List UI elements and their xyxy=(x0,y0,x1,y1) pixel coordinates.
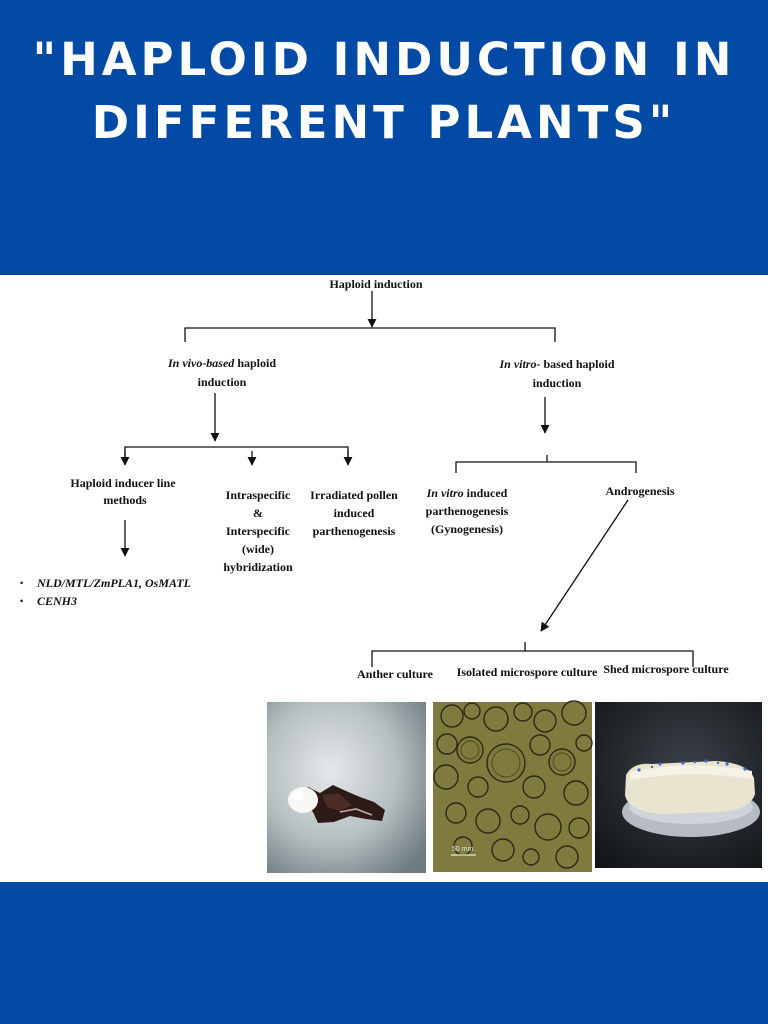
androgenesis-label: Androgenesis xyxy=(605,484,674,498)
svg-text:(wide): (wide) xyxy=(242,542,274,556)
title-line-2: DIFFERENT PLANTS" xyxy=(91,96,677,149)
in-vivo-label: In vivo-based haploid xyxy=(167,356,276,370)
svg-text:hybridization: hybridization xyxy=(223,560,293,574)
svg-text:parthenogenesis: parthenogenesis xyxy=(426,504,509,518)
svg-text:Irradiated pollen: Irradiated pollen xyxy=(310,488,398,502)
anther-culture-photo xyxy=(267,702,426,873)
hybridization-label: Intraspecific & Interspecific (wide) hyb… xyxy=(223,488,293,574)
root-label: Haploid induction xyxy=(329,277,422,291)
svg-text:&: & xyxy=(253,506,263,520)
svg-text:induced: induced xyxy=(334,506,375,520)
diagram-panel: Haploid induction In vivo-based haploid … xyxy=(0,275,768,882)
in-vitro-label: In vitro- based haploid xyxy=(498,357,614,371)
anther-culture-label: Anther culture xyxy=(357,667,434,681)
shed-microspore-photo xyxy=(595,702,762,868)
connector-lines xyxy=(120,291,694,667)
title-line-1: "HAPLOID INDUCTION IN xyxy=(32,33,736,86)
in-vivo-label-line2: induction xyxy=(198,375,247,389)
isolated-microspore-label: Isolated microspore culture xyxy=(457,665,598,679)
isolated-microspore-photo: 50 mm xyxy=(433,700,593,872)
svg-text:(Gynogenesis): (Gynogenesis) xyxy=(431,522,503,536)
scale-bar-label: 50 mm xyxy=(452,846,474,853)
svg-text:Intraspecific: Intraspecific xyxy=(226,488,291,502)
page-title: "HAPLOID INDUCTION IN DIFFERENT PLANTS" xyxy=(0,28,768,154)
svg-text:Interspecific: Interspecific xyxy=(226,524,291,538)
bullet-item: CENH3 xyxy=(37,594,77,608)
haploid-induction-diagram: Haploid induction In vivo-based haploid … xyxy=(20,277,762,873)
gynogenesis-label: In vitro induced parthenogenesis (Gynoge… xyxy=(426,486,509,536)
bullet-marker: • xyxy=(20,596,23,606)
bullet-marker: • xyxy=(20,578,23,588)
shed-microspore-label: Shed microspore culture xyxy=(603,662,729,676)
svg-text:parthenogenesis: parthenogenesis xyxy=(313,524,396,538)
bullet-item: NLD/MTL/ZmPLA1, OsMATL xyxy=(36,576,191,590)
inducer-bullet-list: • NLD/MTL/ZmPLA1, OsMATL • CENH3 xyxy=(20,576,191,608)
irradiated-pollen-label: Irradiated pollen induced parthenogenesi… xyxy=(310,488,398,538)
svg-text:In vitro induced: In vitro induced xyxy=(426,486,508,500)
in-vitro-label-line2: induction xyxy=(533,376,582,390)
haploid-inducer-label-line2: methods xyxy=(103,493,147,507)
title-banner: "HAPLOID INDUCTION IN DIFFERENT PLANTS" xyxy=(0,0,768,275)
haploid-inducer-label: Haploid inducer line xyxy=(70,476,176,490)
footer-band xyxy=(0,882,768,1024)
